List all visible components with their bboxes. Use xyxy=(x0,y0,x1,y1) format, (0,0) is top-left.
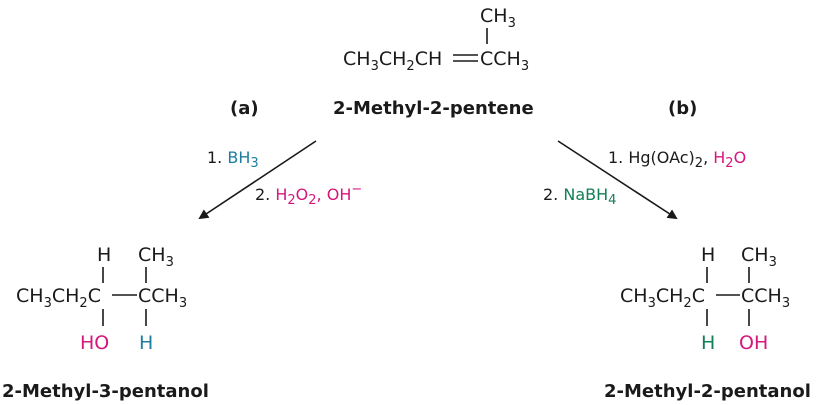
product-b-top-ch3: CH3 xyxy=(741,244,777,270)
product-b-h: H xyxy=(701,332,715,354)
alkene-formula: CH3CH2CH xyxy=(343,48,442,74)
product-a: H CH3 CH3CH2C CCH3 HO H 2-Methyl-3-penta… xyxy=(2,244,209,402)
product-b-left: CH3CH2C xyxy=(620,285,705,311)
product-b-right: CCH3 xyxy=(741,285,790,311)
alkene-right: CCH3 xyxy=(480,48,529,74)
starting-alkene: CH3 CH3CH2CH CCH3 2-Methyl-2-pentene xyxy=(333,5,534,119)
product-b-top-h: H xyxy=(701,244,715,266)
product-a-left: CH3CH2C xyxy=(16,285,101,311)
route-b-step2: 2. NaBH4 xyxy=(543,185,616,208)
product-a-h: H xyxy=(139,332,153,354)
route-a-label: (a) xyxy=(230,98,259,119)
route-a-step1: 1. BH3 xyxy=(207,148,259,171)
product-b: H CH3 CH3CH2C CCH3 H OH 2-Methyl-2-penta… xyxy=(604,244,811,402)
product-a-oh: HO xyxy=(80,332,109,354)
product-a-top-ch3: CH3 xyxy=(138,244,174,270)
route-b-step1: 1. Hg(OAc)2, H2O xyxy=(608,148,746,171)
start-name: 2-Methyl-2-pentene xyxy=(333,98,534,119)
alkene-ch3-top: CH3 xyxy=(480,5,516,31)
route-b-reagents: 1. Hg(OAc)2, H2O 2. NaBH4 xyxy=(543,148,746,208)
product-b-oh: OH xyxy=(739,332,768,354)
route-a-step2: 2. H2O2, OH− xyxy=(255,182,362,208)
arrow-route-b xyxy=(557,140,678,220)
product-a-right: CCH3 xyxy=(138,285,187,311)
route-a-reagents: 1. BH3 2. H2O2, OH− xyxy=(207,148,362,208)
product-a-name: 2-Methyl-3-pentanol xyxy=(2,381,209,402)
arrow-route-a xyxy=(198,140,317,220)
product-a-top-h: H xyxy=(97,244,111,266)
route-b-label: (b) xyxy=(668,98,697,119)
product-b-name: 2-Methyl-2-pentanol xyxy=(604,381,811,402)
